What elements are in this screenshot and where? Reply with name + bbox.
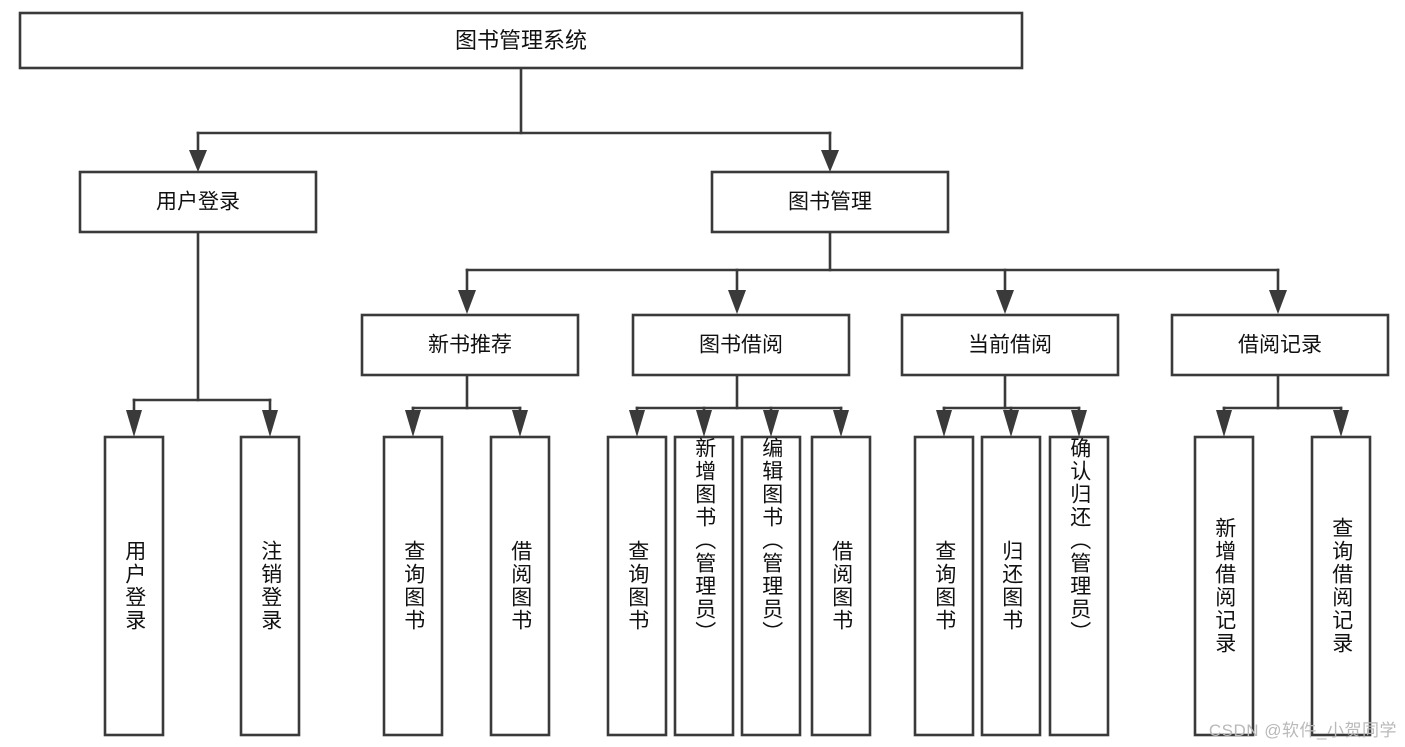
leaf-box-borrow-book-2[interactable]: [810, 435, 872, 737]
node-root-label: 图书管理系统: [455, 28, 587, 53]
leaf-box-query-book-3[interactable]: [913, 435, 975, 737]
arrow-icon-leaf-add-book: [696, 410, 712, 437]
arrow-icon-leaf-query-book-2: [629, 410, 645, 437]
arrow-icon-to-user-login: [189, 150, 207, 172]
arrow-icon-leaf-add-record: [1216, 410, 1232, 437]
leaf-box-return-book[interactable]: [980, 435, 1042, 737]
node-user-login-box[interactable]: [78, 170, 318, 234]
leaf-box-borrow-book-1[interactable]: [489, 435, 551, 737]
node-book-manage[interactable]: 图书管理: [710, 170, 950, 234]
arrow-icon-to-book-borrow: [728, 290, 746, 314]
arrow-icon-leaf-query-book-1: [405, 410, 421, 437]
node-user-login[interactable]: 用户登录: [78, 170, 318, 234]
leaf-box-edit-book[interactable]: [740, 435, 802, 737]
node-borrow-record-box[interactable]: [1170, 313, 1390, 377]
leaf-box-query-record[interactable]: [1310, 435, 1372, 737]
node-book-borrow-label: 图书借阅: [699, 334, 783, 357]
node-new-book-rec-label: 新书推荐: [428, 334, 512, 357]
arrow-icon-to-new-book-rec: [458, 290, 476, 314]
arrow-icon-leaf-query-record: [1333, 410, 1349, 437]
arrow-icon-leaf-edit-book: [763, 410, 779, 437]
node-current-borrow-box[interactable]: [900, 313, 1120, 377]
node-root-box[interactable]: [18, 11, 1024, 70]
leaf-box-add-book[interactable]: [673, 435, 735, 737]
leaf-box-query-book-1[interactable]: [382, 435, 444, 737]
arrow-icon-leaf-query-book-3: [936, 410, 952, 437]
arrowhead-layer: [126, 150, 1349, 437]
node-borrow-record-label: 借阅记录: [1238, 334, 1322, 357]
arrow-icon-leaf-logout-login: [262, 410, 278, 437]
node-borrow-record[interactable]: 借阅记录: [1170, 313, 1390, 377]
node-book-manage-box[interactable]: [710, 170, 950, 234]
arrow-icon-leaf-borrow-book-1: [512, 410, 528, 437]
node-book-borrow-box[interactable]: [631, 313, 851, 377]
node-user-login-label: 用户登录: [156, 191, 240, 214]
leaf-box-add-record[interactable]: [1193, 435, 1255, 737]
csdn-watermark: CSDN @软件_小贺同学: [1208, 721, 1397, 740]
node-root[interactable]: 图书管理系统: [18, 11, 1024, 70]
node-current-borrow[interactable]: 当前借阅: [900, 313, 1120, 377]
arrow-icon-leaf-return-book: [1003, 410, 1019, 437]
arrow-icon-leaf-user-login: [126, 410, 142, 437]
arrow-icon-leaf-confirm-return: [1071, 410, 1087, 437]
leaf-box-logout-login[interactable]: [239, 435, 301, 737]
node-book-manage-label: 图书管理: [788, 191, 872, 214]
leaf-box-confirm-return[interactable]: [1048, 435, 1110, 737]
arrow-icon-to-borrow-record: [1269, 290, 1287, 314]
leaf-box-query-book-2[interactable]: [606, 435, 668, 737]
arrow-icon-leaf-borrow-book-2: [833, 410, 849, 437]
arrow-icon-to-book-manage: [821, 150, 839, 172]
node-new-book-rec[interactable]: 新书推荐: [360, 313, 580, 377]
node-current-borrow-label: 当前借阅: [968, 334, 1052, 357]
node-book-borrow[interactable]: 图书借阅: [631, 313, 851, 377]
leaf-box-layer[interactable]: [103, 435, 1372, 737]
arrow-icon-to-current-borrow: [996, 290, 1014, 314]
leaf-box-user-login[interactable]: [103, 435, 165, 737]
node-new-book-rec-box[interactable]: [360, 313, 580, 377]
